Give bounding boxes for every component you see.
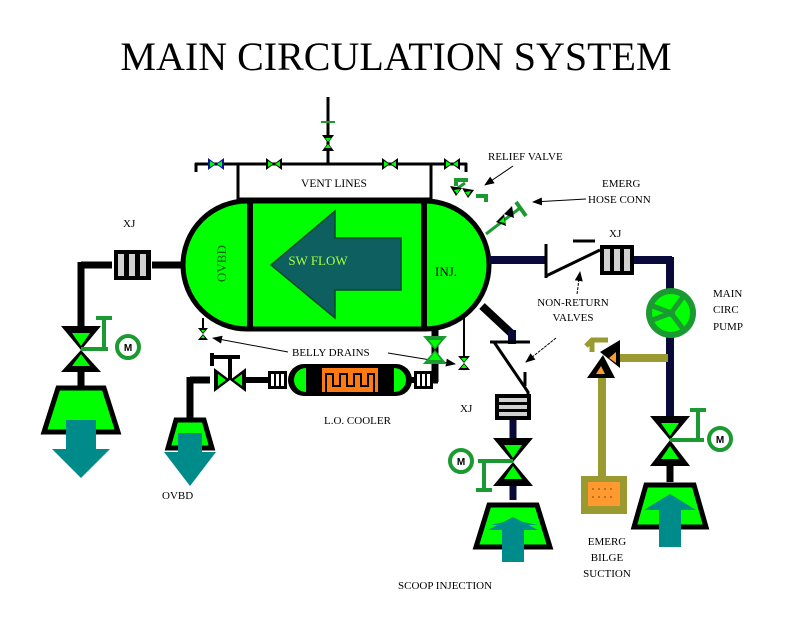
vent-valve-top[interactable] (322, 135, 334, 151)
scoop-piping (479, 303, 530, 500)
belly-drain-left[interactable] (198, 318, 208, 340)
emerg-bilge-label-1: EMERG (588, 536, 627, 548)
bilge-strainer (581, 476, 627, 514)
expansion-joint-cooler-left (268, 371, 287, 389)
lo-cooler (288, 364, 412, 396)
belly-drain-right[interactable] (458, 318, 470, 370)
left-overboard-piping (77, 261, 184, 388)
cooler-outlet-valve[interactable] (210, 353, 246, 392)
scoop-inlet (472, 502, 554, 562)
pump-piping (489, 239, 674, 482)
main-circ-pump-label-2: CIRC (713, 304, 739, 316)
vent-lines-label: VENT LINES (301, 178, 367, 190)
motor-actuator-pump[interactable]: M (707, 426, 733, 452)
vent-valve-4[interactable] (444, 158, 460, 170)
motor-actuator-scoop[interactable]: M (448, 448, 474, 474)
relief-valve[interactable] (450, 178, 488, 202)
overboard-discharge-left (40, 385, 122, 478)
emerg-bilge-label-3: SUCTION (583, 568, 631, 580)
vent-valve-1[interactable] (208, 158, 224, 170)
sea-chest-inlet (630, 482, 710, 547)
xj-right-label: XJ (609, 228, 622, 240)
main-circ-pump[interactable] (646, 288, 696, 338)
relief-valve-label: RELIEF VALVE (488, 151, 563, 163)
emerg-hose-label-2: HOSE CONN (588, 194, 651, 206)
vent-valve-3[interactable] (382, 158, 398, 170)
inj-chamber-label: INJ. (435, 264, 457, 279)
overboard-discharge-cooler (164, 417, 216, 486)
vent-valve-2[interactable] (266, 158, 282, 170)
non-return-pointer-top (574, 271, 583, 295)
pump-suction-motor-valve[interactable] (650, 408, 706, 466)
sw-flow-label: SW FLOW (288, 253, 348, 268)
main-circ-pump-label-1: MAIN (713, 288, 742, 300)
motor-label: M (716, 435, 724, 446)
emerg-hose-label-1: EMERG (602, 178, 641, 190)
main-condenser (180, 198, 492, 332)
expansion-joint-right (600, 245, 634, 275)
emerg-hose-pointer (532, 197, 587, 206)
emerg-bilge-valve[interactable] (584, 337, 620, 378)
ovbd-chamber-label: OVBD (214, 245, 229, 282)
scoop-injection-label: SCOOP INJECTION (398, 580, 492, 592)
non-return-label-2: VALVES (553, 312, 594, 324)
belly-drains-label: BELLY DRAINS (292, 347, 370, 359)
ovbd-outlet-label: OVBD (162, 490, 193, 502)
non-return-pointer-bottom (525, 337, 557, 363)
expansion-joint-scoop (495, 394, 531, 420)
non-return-label-1: NON-RETURN (537, 297, 609, 309)
belly-drain-pointer-left (212, 335, 289, 353)
xj-scoop-label: XJ (460, 403, 473, 415)
cooler-inlet-valve[interactable] (423, 336, 447, 364)
sw-flow-arrow (269, 209, 402, 320)
relief-valve-pointer (484, 165, 514, 186)
lo-cooler-label: L.O. COOLER (324, 415, 392, 427)
motor-label: M (457, 457, 465, 468)
xj-left-label: XJ (123, 218, 136, 230)
main-circ-pump-label-3: PUMP (713, 321, 743, 333)
expansion-joint-cooler-right (414, 371, 433, 389)
expansion-joint-left (114, 250, 151, 280)
emerg-bilge-label-2: BILGE (591, 552, 624, 564)
motor-label: M (124, 343, 132, 354)
page-title: MAIN CIRCULATION SYSTEM (120, 34, 671, 79)
scoop-motor-valve[interactable] (476, 438, 533, 492)
overboard-motor-valve[interactable] (61, 316, 112, 372)
emerg-hose-connection[interactable] (485, 200, 528, 236)
emerg-bilge-piping (598, 354, 668, 478)
motor-actuator-left[interactable]: M (115, 334, 141, 360)
